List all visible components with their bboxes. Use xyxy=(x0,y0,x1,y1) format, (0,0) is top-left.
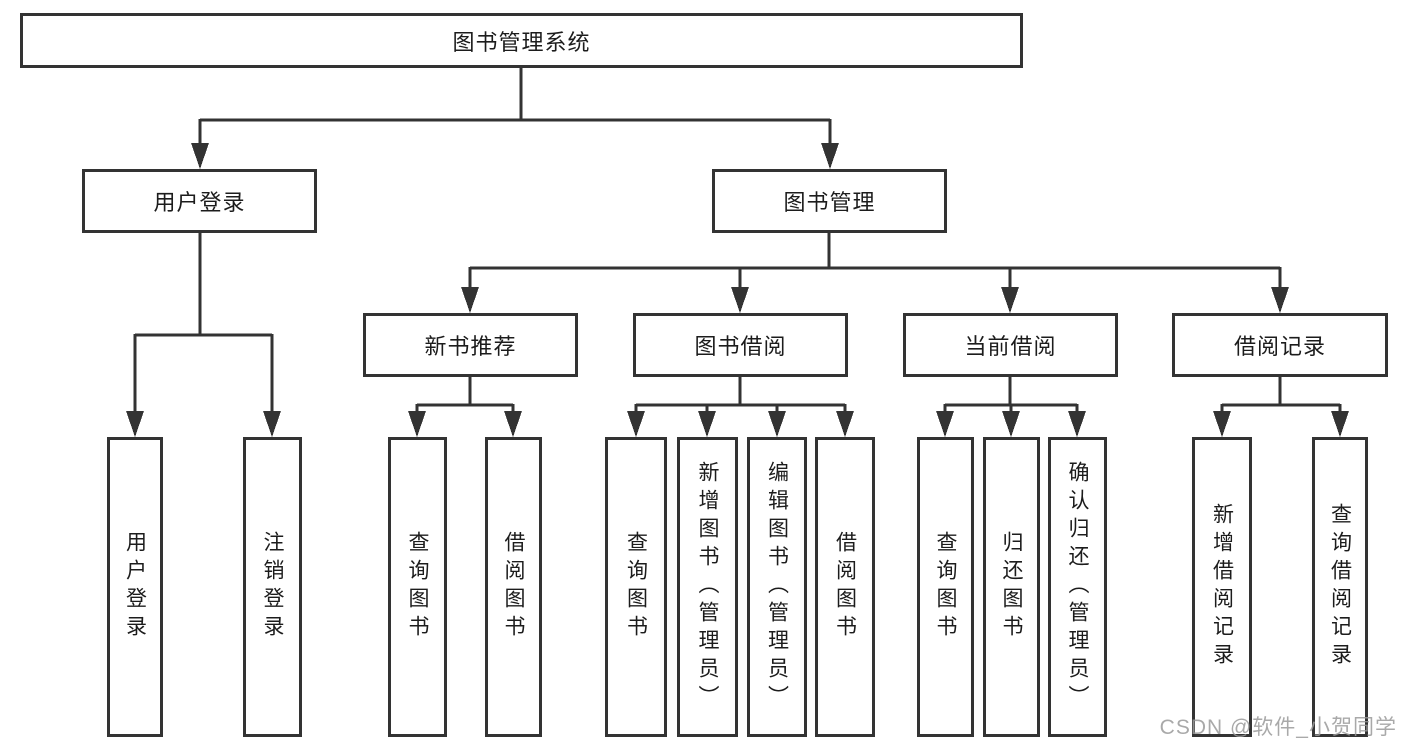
node-current-borrow: 当前借阅 xyxy=(903,313,1118,377)
arrowhead xyxy=(191,143,209,169)
node-new-book-recommend: 新书推荐 xyxy=(363,313,578,377)
node-book-borrow: 图书借阅 xyxy=(633,313,848,377)
node-label: 查询图书 xyxy=(624,531,648,643)
node-label: 新书推荐 xyxy=(424,334,517,359)
node-label: 编辑图书（管理员） xyxy=(765,461,789,713)
csdn-watermark: CSDN @软件_小贺同学 xyxy=(1159,716,1397,739)
arrowhead xyxy=(126,411,144,437)
node-label: 用户登录 xyxy=(153,190,246,215)
arrowhead xyxy=(1001,287,1019,313)
leaf-borrow-query-books: 查询图书 xyxy=(605,437,667,737)
node-label: 借阅图书 xyxy=(833,531,857,643)
node-label: 用户登录 xyxy=(123,531,147,643)
arrowhead xyxy=(1331,411,1349,437)
arrowhead xyxy=(768,411,786,437)
arrowhead xyxy=(1068,411,1086,437)
arrowhead xyxy=(461,287,479,313)
node-library-management-system: 图书管理系统 xyxy=(20,13,1023,68)
leaf-user-login: 用户登录 xyxy=(107,437,163,737)
node-label: 借阅图书 xyxy=(502,531,525,643)
leaf-borrow-edit-books-admin: 编辑图书（管理员） xyxy=(747,437,807,737)
node-borrow-records: 借阅记录 xyxy=(1172,313,1388,377)
arrowhead xyxy=(821,143,839,169)
arrowhead xyxy=(1002,411,1020,437)
leaf-newrec-query-books: 查询图书 xyxy=(388,437,447,737)
node-book-management: 图书管理 xyxy=(712,169,947,233)
node-label: 新增借阅记录 xyxy=(1210,503,1234,671)
node-label: 新增图书（管理员） xyxy=(696,461,719,713)
leaf-borrow-add-books-admin: 新增图书（管理员） xyxy=(677,437,738,737)
arrowhead xyxy=(263,411,281,437)
leaf-current-confirm-return-admin: 确认归还（管理员） xyxy=(1048,437,1107,737)
leaf-current-query-books: 查询图书 xyxy=(917,437,974,737)
arrowhead xyxy=(408,411,426,437)
arrowhead xyxy=(1213,411,1231,437)
arrowhead xyxy=(504,411,522,437)
arrowhead xyxy=(1271,287,1289,313)
arrowhead xyxy=(627,411,645,437)
node-label: 图书借阅 xyxy=(694,334,787,359)
node-label: 当前借阅 xyxy=(964,334,1057,359)
leaf-records-add-record: 新增借阅记录 xyxy=(1192,437,1252,737)
arrowhead xyxy=(936,411,954,437)
leaf-current-return-books: 归还图书 xyxy=(983,437,1040,737)
leaf-newrec-borrow-books: 借阅图书 xyxy=(485,437,542,737)
leaf-records-query-record: 查询借阅记录 xyxy=(1312,437,1368,737)
node-label: 图书管理 xyxy=(783,190,876,215)
node-user-login-branch: 用户登录 xyxy=(82,169,317,233)
node-label: 查询图书 xyxy=(934,531,957,643)
node-label: 归还图书 xyxy=(1000,531,1023,643)
node-label: 查询图书 xyxy=(406,531,429,643)
arrowhead xyxy=(698,411,716,437)
node-label: 注销登录 xyxy=(261,531,284,643)
leaf-logout: 注销登录 xyxy=(243,437,302,737)
leaf-borrow-borrow-books: 借阅图书 xyxy=(815,437,875,737)
arrowhead xyxy=(731,287,749,313)
node-label: 图书管理系统 xyxy=(452,29,591,55)
node-label: 确认归还（管理员） xyxy=(1066,461,1089,713)
node-label: 借阅记录 xyxy=(1233,334,1326,359)
node-label: 查询借阅记录 xyxy=(1328,503,1352,671)
arrowhead xyxy=(836,411,854,437)
